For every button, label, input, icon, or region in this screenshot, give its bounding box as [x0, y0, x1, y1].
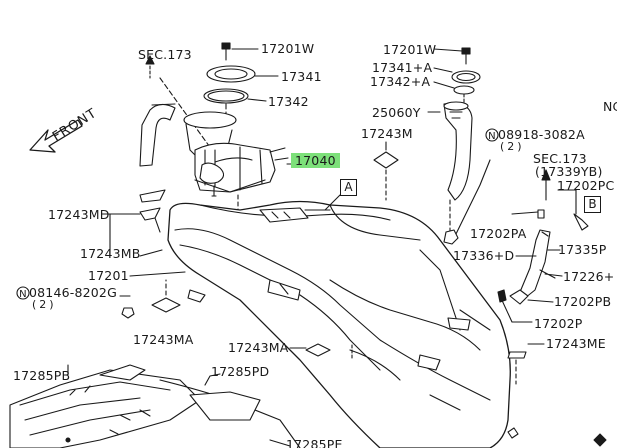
label-17243md: 17243MD: [48, 207, 110, 222]
label-17201: 17201: [88, 268, 129, 283]
label-08918: 08918-3082A: [498, 127, 585, 142]
box-a-label: A: [340, 179, 357, 196]
nut-08918: [443, 128, 499, 245]
label-17243ma-left: 17243MA: [133, 332, 194, 347]
label-17285pe: 17285PE: [286, 437, 343, 448]
label-17285pb: 17285PB: [13, 368, 71, 383]
leader-17201: [129, 271, 186, 277]
fuel-tank-body: [167, 200, 511, 448]
label-sec173-right: SEC.173: [533, 151, 587, 166]
label-17341a: 17341+A: [372, 60, 433, 75]
front-arrow-icon: [29, 119, 83, 153]
box-b-label: B: [584, 196, 601, 213]
clip-17202pc: [557, 189, 589, 231]
sec173-arrow-icon: [145, 55, 213, 151]
label-17202pc: 17202PC: [557, 178, 615, 193]
label-17285pd: 17285PD: [211, 364, 270, 379]
label-17201w-top: 17201W: [261, 41, 315, 56]
label-08146: 08146-8202G: [29, 285, 117, 300]
label-17202pa: 17202PA: [470, 226, 527, 241]
label-17342: 17342: [268, 94, 309, 109]
circle-n-icon: N: [488, 131, 496, 142]
label-17201w-right: 17201W: [383, 42, 437, 57]
label-17243ma-mid: 17243MA: [228, 340, 289, 355]
label-17243m: 17243M: [361, 126, 413, 141]
label-17336d: 17336+D: [453, 248, 515, 263]
fuel-sender-gauge: [427, 101, 473, 237]
label-17341: 17341: [281, 69, 322, 84]
label-17202p: 17202P: [534, 316, 583, 331]
label-17243mb: 17243MB: [80, 246, 141, 261]
label-17342a: 17342+A: [370, 74, 431, 89]
protector-parts-left: [101, 189, 166, 257]
bolt-08146: [16, 286, 135, 319]
highlight-17040: 17040: [291, 153, 340, 168]
label-17335p: 17335P: [558, 242, 607, 257]
label-17040: 17040: [291, 153, 340, 168]
fuel-pump-module: [139, 103, 293, 216]
pad-17243m: [373, 141, 399, 201]
label-17339yb: (17339YB): [535, 164, 603, 179]
label-17243me: 17243ME: [546, 336, 606, 351]
label-sec173-left: SEC.173: [138, 47, 192, 62]
heat-insulators: [9, 364, 607, 448]
label-17202pb: 17202PB: [554, 294, 612, 309]
circle-n-icon: N: [19, 289, 27, 300]
sec173-right-arrow-icon: [541, 169, 551, 201]
pad-17243me: [507, 343, 545, 385]
lock-ring-assembly-right: [433, 47, 481, 105]
label-17226: 17226+: [563, 269, 615, 284]
pads-17243ma: [151, 279, 353, 359]
label-08146-qty: (2): [32, 298, 57, 311]
label-cut-nc: NC: [603, 99, 617, 114]
label-25060y: 25060Y: [372, 105, 421, 120]
leader-box-a: [324, 194, 341, 211]
label-08918-qty: (2): [500, 140, 525, 153]
filler-hose-assembly: [497, 209, 563, 323]
